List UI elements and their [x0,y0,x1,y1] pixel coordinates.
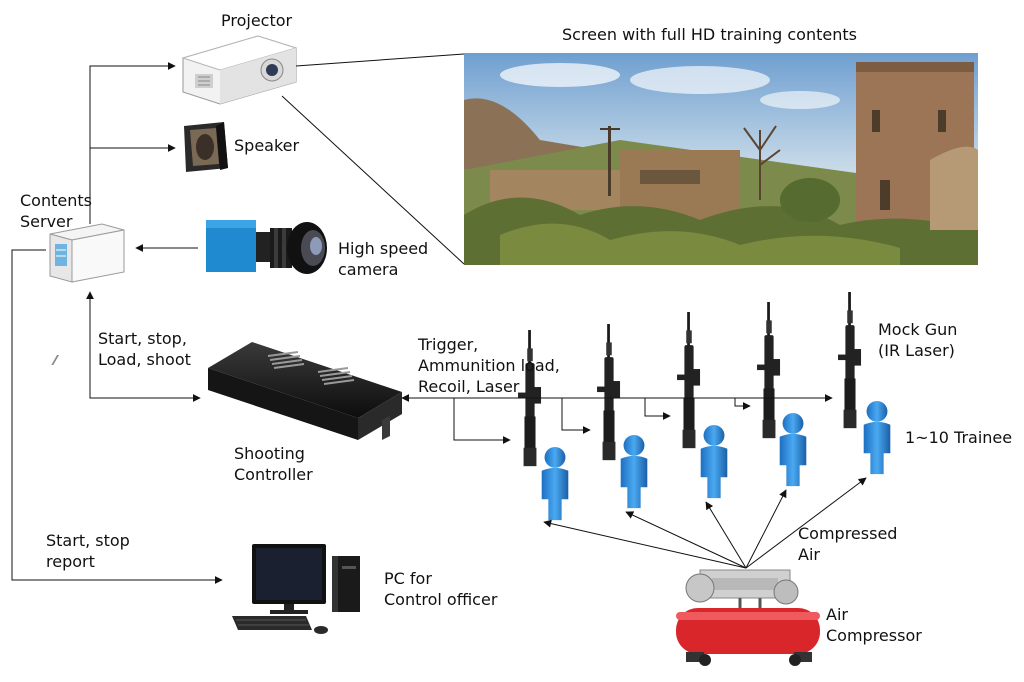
start-stop-load-shoot-label: Start, stop, Load, shoot [98,329,191,369]
high-speed-camera-icon [206,220,327,274]
air-compressor-label: Air Compressor [826,605,922,645]
mock-gun-icon [677,312,701,449]
projector-label: Projector [221,11,293,30]
start-stop-report-label: Start, stop report [46,531,130,571]
mock-gun-group [518,292,862,467]
screen-caption: Screen with full HD training contents [562,25,857,44]
trainee-group [541,400,891,521]
compressed-air-label: Compressed Air [798,524,898,564]
server-icon [49,223,125,283]
mock-gun-icon [838,292,862,429]
air-compressor-icon [676,569,820,666]
desktop-pc-icon [232,544,360,634]
trainee-figure-icon [863,400,891,475]
speaker-label: Speaker [234,136,300,155]
mock-gun-icon [597,324,621,461]
speaker-icon [184,122,228,172]
projector-icon [181,35,298,105]
contents-server-label: Contents Server [20,191,92,231]
trainee-figure-icon [779,412,807,487]
mock-gun-label: Mock Gun (IR Laser) [878,320,958,360]
trainee-count-label: 1~10 Trainee [905,428,1013,447]
trainee-figure-icon [700,424,728,499]
high-speed-camera-label: High speed camera [338,239,429,279]
shooting-controller-box [51,342,402,440]
shooting-controller-label: Shooting Controller [234,444,313,484]
trainee-figure-icon [620,434,648,509]
training-screen [464,53,978,265]
trigger-ammunition-label: Trigger, Ammunition load, Recoil, Laser [418,335,560,396]
trainee-figure-icon [541,446,569,521]
mock-gun-icon [757,302,781,439]
pc-control-officer-label: PC for Control officer [384,569,498,609]
connectors [11,53,867,584]
